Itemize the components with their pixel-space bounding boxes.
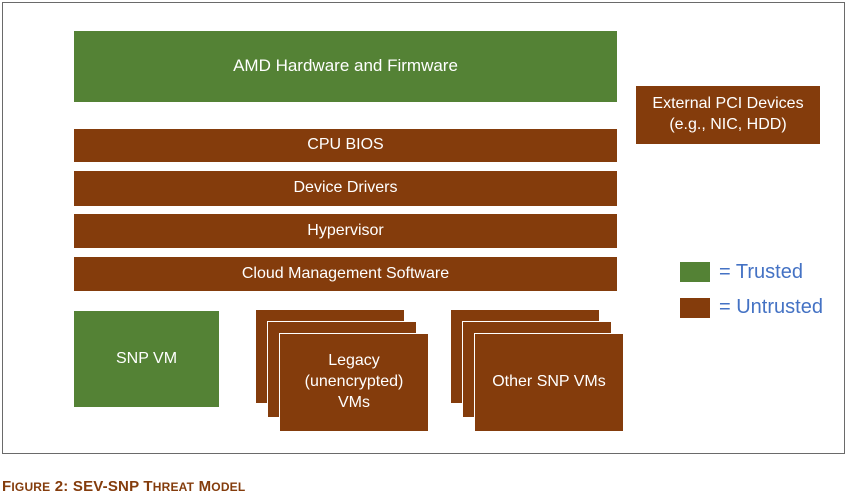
snp-vm-label: SNP VM <box>115 349 178 367</box>
legacy-vms-block: Legacy (unencrypted) VMs <box>279 333 429 432</box>
external-pci-title: External PCI Devices <box>652 95 804 113</box>
legend-untrusted-swatch <box>679 297 711 319</box>
cpu-bios-label: CPU BIOS <box>307 136 384 154</box>
external-pci-devices-block: External PCI Devices (e.g., NIC, HDD) <box>635 85 821 145</box>
legend-untrusted-label: = Untrusted <box>719 296 823 318</box>
cloud-management-label: Cloud Management Software <box>241 264 450 282</box>
cloud-management-block: Cloud Management Software <box>73 256 618 292</box>
hypervisor-block: Hypervisor <box>73 213 618 249</box>
external-pci-examples: (e.g., NIC, HDD) <box>669 116 787 133</box>
amd-hardware-firmware-block: AMD Hardware and Firmware <box>73 30 618 103</box>
hypervisor-label: Hypervisor <box>307 221 384 239</box>
figure-caption: FIGURE 2: SEV-SNP THREAT MODEL <box>2 478 246 495</box>
legacy-vms-line3: VMs <box>338 393 370 411</box>
legend-trusted-label: = Trusted <box>719 261 803 283</box>
legacy-vms-line2: (unencrypted) <box>304 373 404 391</box>
device-drivers-block: Device Drivers <box>73 170 618 207</box>
diagram-frame: AMD Hardware and Firmware CPU BIOS Devic… <box>2 2 845 454</box>
cpu-bios-block: CPU BIOS <box>73 128 618 163</box>
other-snp-vms-block: Other SNP VMs <box>474 333 624 432</box>
amd-hardware-firmware-label: AMD Hardware and Firmware <box>233 56 458 76</box>
snp-vm-block: SNP VM <box>73 310 220 408</box>
other-snp-vms-label: Other SNP VMs <box>492 373 606 391</box>
legacy-vms-line1: Legacy <box>328 352 380 370</box>
device-drivers-label: Device Drivers <box>293 179 398 197</box>
legend-trusted-swatch <box>679 261 711 283</box>
